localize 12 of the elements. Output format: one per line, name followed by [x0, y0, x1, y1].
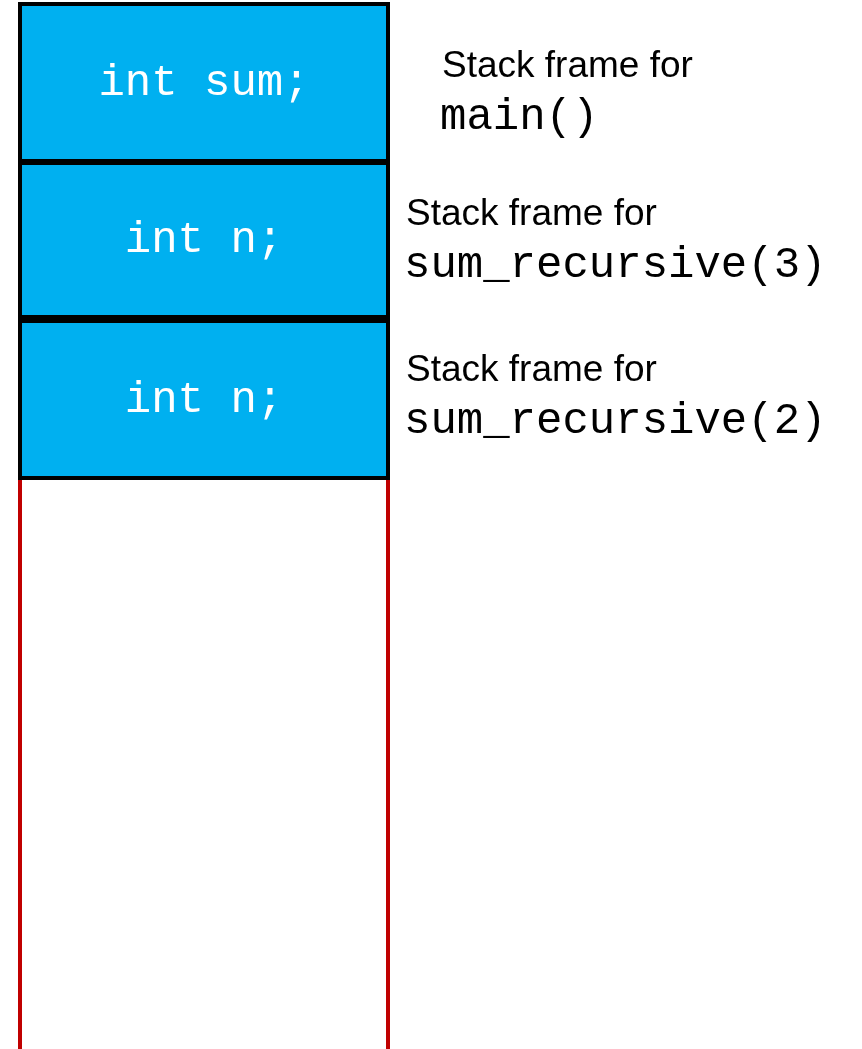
function-call-label: main(): [440, 92, 599, 142]
stack-frame: [18, 161, 390, 319]
variable-declaration: int n;: [124, 374, 284, 425]
function-call-label: sum_recursive(3): [404, 240, 827, 290]
stack-frame: [18, 2, 390, 163]
variable-declaration: int n;: [124, 215, 284, 265]
function-call-label: sum_recursive(2): [404, 396, 827, 446]
frame-label: Stack frame for: [406, 348, 657, 390]
stack-frame: [18, 319, 390, 480]
frame-label: Stack frame for: [442, 44, 693, 86]
variable-declaration: int sum;: [98, 57, 310, 108]
frame-label: Stack frame for: [406, 192, 657, 234]
